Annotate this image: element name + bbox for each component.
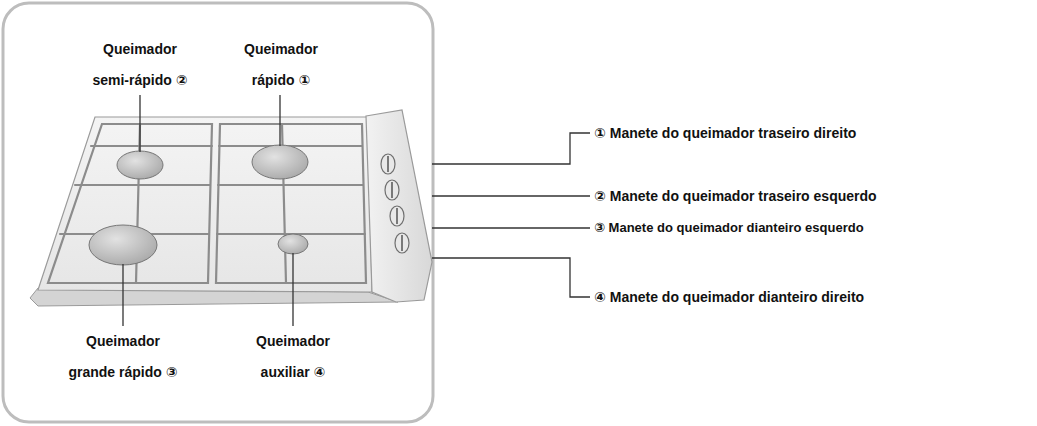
hob — [30, 110, 432, 306]
burner-label: Queimador rápido ① — [233, 34, 329, 96]
knob-label: ① Manete do queimador traseiro direito — [594, 124, 856, 142]
knob-label: ② Manete do queimador traseiro esquerdo — [594, 187, 877, 205]
burner-label: Queimador semi-rápido ② — [84, 34, 196, 96]
burner-label: Queimador auxiliar ④ — [245, 326, 341, 388]
burner-label: Queimador grande rápido ③ — [64, 326, 182, 388]
knob-label: ③ Manete do queimador dianteiro esquerdo — [594, 219, 864, 237]
knob-label: ④ Manete do queimador dianteiro direito — [594, 288, 864, 306]
leader-lines — [123, 95, 590, 326]
frame — [3, 3, 433, 422]
